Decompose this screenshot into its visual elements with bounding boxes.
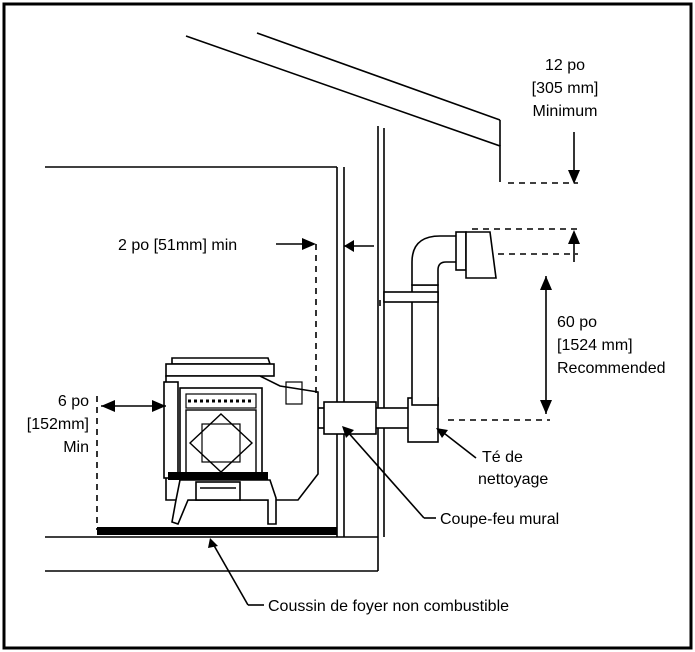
hearth-pad-label: Coussin de foyer non combustible xyxy=(268,598,509,615)
dimension-lines xyxy=(96,132,580,530)
roof-clearance-label-3: Minimum xyxy=(533,103,598,120)
roof-clearance-label-1: 12 po xyxy=(545,57,585,74)
rise-label-1: 60 po xyxy=(557,314,597,331)
room-structure xyxy=(45,166,378,572)
wall xyxy=(336,126,385,571)
rise-label-3: Recommended xyxy=(557,360,666,377)
leader-lines xyxy=(208,426,477,606)
side-clearance-label-1: 6 po xyxy=(58,393,89,410)
side-clearance-label-3: Min xyxy=(63,439,89,456)
wall-bracket xyxy=(383,291,439,303)
vent-cap xyxy=(465,231,497,279)
roof-clearance-label-2: [305 mm] xyxy=(532,80,599,97)
wall-clearance-label: 2 po [51mm] min xyxy=(118,237,237,254)
side-clearance-label-2: [152mm] xyxy=(27,416,89,433)
roof xyxy=(185,32,501,182)
rise-label-2: [1524 mm] xyxy=(557,337,633,354)
cleanout-tee-label-2: nettoyage xyxy=(478,471,548,488)
firestop-label: Coupe-feu mural xyxy=(440,511,559,528)
cleanout-tee-label-1: Té de xyxy=(482,449,523,466)
pellet-stove xyxy=(163,357,319,525)
hearth-pad xyxy=(97,527,337,535)
